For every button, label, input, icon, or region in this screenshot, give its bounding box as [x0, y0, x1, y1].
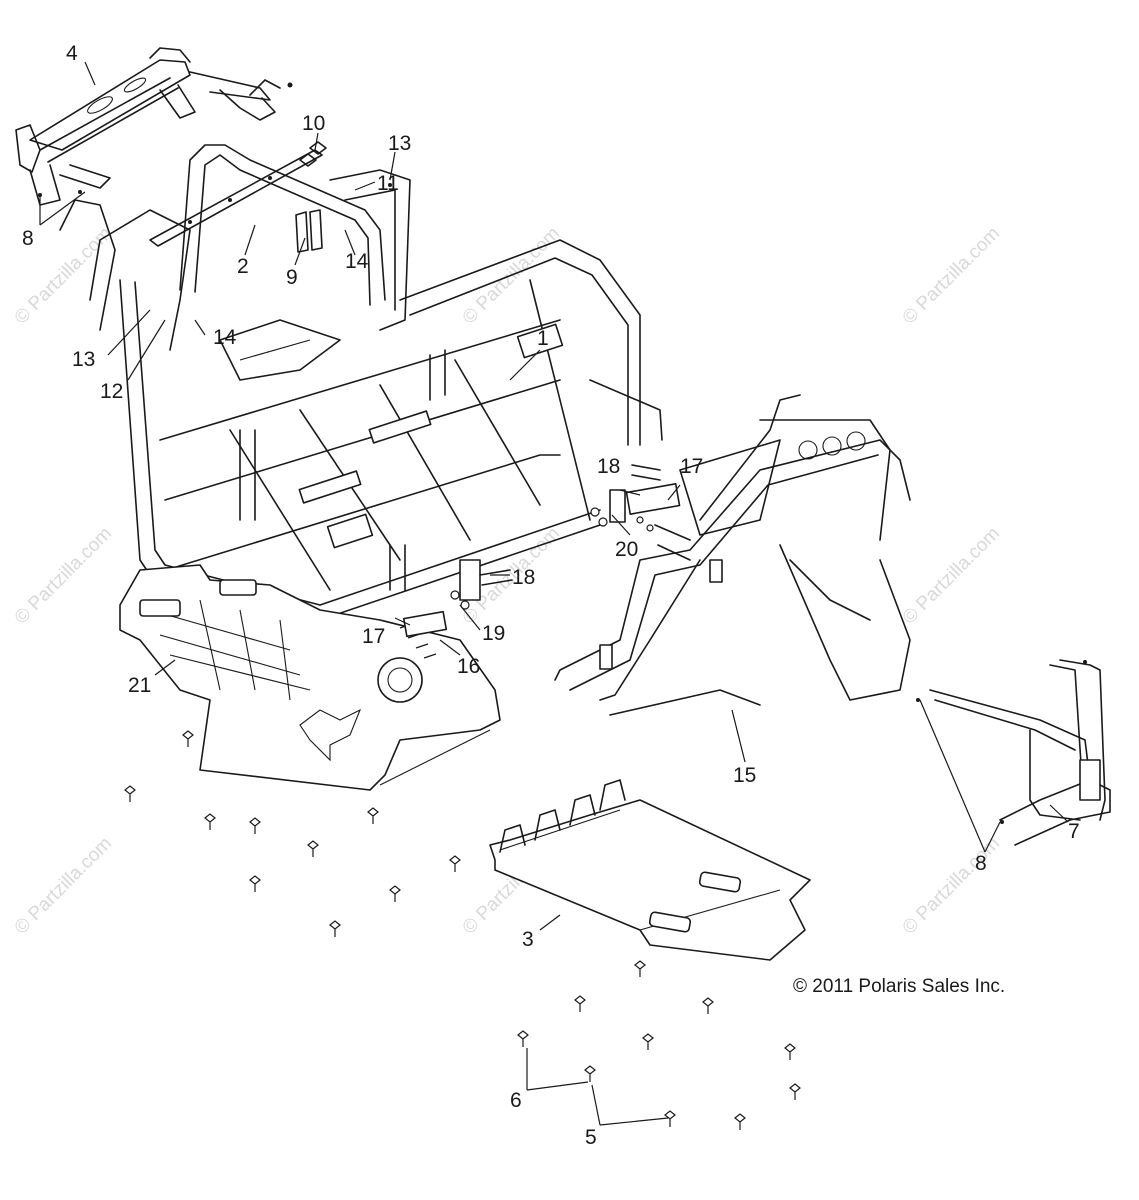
callout-20: 20 [615, 538, 638, 561]
callout-15: 15 [733, 764, 756, 787]
leader-lines [39, 61, 1069, 1126]
callout-14-top: 14 [345, 250, 369, 273]
callout-labels: 1 2 3 4 5 6 7 8 8 9 10 11 12 13 13 14 14… [22, 42, 1080, 1149]
callout-8-right: 8 [975, 852, 987, 875]
part-15-rear-subframe [554, 394, 911, 716]
callout-6: 6 [510, 1089, 522, 1112]
callout-13-top: 13 [388, 132, 411, 155]
callout-4: 4 [66, 42, 78, 65]
callout-12: 12 [100, 380, 123, 403]
watermark-right-top: © Partzilla.com [899, 223, 1004, 328]
callout-17-right: 17 [680, 455, 703, 478]
callout-2: 2 [237, 255, 249, 278]
callout-17-left: 17 [362, 625, 385, 648]
fasteners [38, 141, 1004, 1130]
callout-5: 5 [585, 1126, 597, 1149]
watermark-right-bottom: © Partzilla.com [899, 833, 1004, 938]
part-4-upper-cross-bar [15, 47, 293, 206]
callout-21: 21 [128, 674, 151, 697]
part-21-front-skid-plate [119, 564, 501, 791]
callout-10: 10 [302, 112, 325, 135]
callout-1: 1 [537, 327, 549, 350]
callout-19: 19 [482, 622, 505, 645]
callout-11: 11 [377, 172, 399, 195]
part-7-rear-bumper [916, 659, 1111, 846]
callout-14-left: 14 [213, 326, 237, 349]
part-2-cage-bar [149, 149, 323, 247]
part-3-rear-skid-plate [489, 779, 811, 961]
callout-7: 7 [1068, 820, 1080, 843]
callout-18-top: 18 [597, 455, 620, 478]
callout-13-left: 13 [72, 348, 95, 371]
part-1-main-frame [59, 144, 663, 621]
callout-18-bottom: 18 [512, 566, 535, 589]
copyright-notice: © 2011 Polaris Sales Inc. [793, 976, 1005, 997]
callout-3: 3 [522, 928, 534, 951]
watermark-left-mid: © Partzilla.com [11, 523, 116, 628]
callout-16: 16 [457, 655, 480, 678]
callout-9: 9 [286, 266, 298, 289]
callout-8-left: 8 [22, 227, 34, 250]
watermark-left-bottom: © Partzilla.com [11, 833, 116, 938]
watermark-right-mid: © Partzilla.com [899, 523, 1004, 628]
